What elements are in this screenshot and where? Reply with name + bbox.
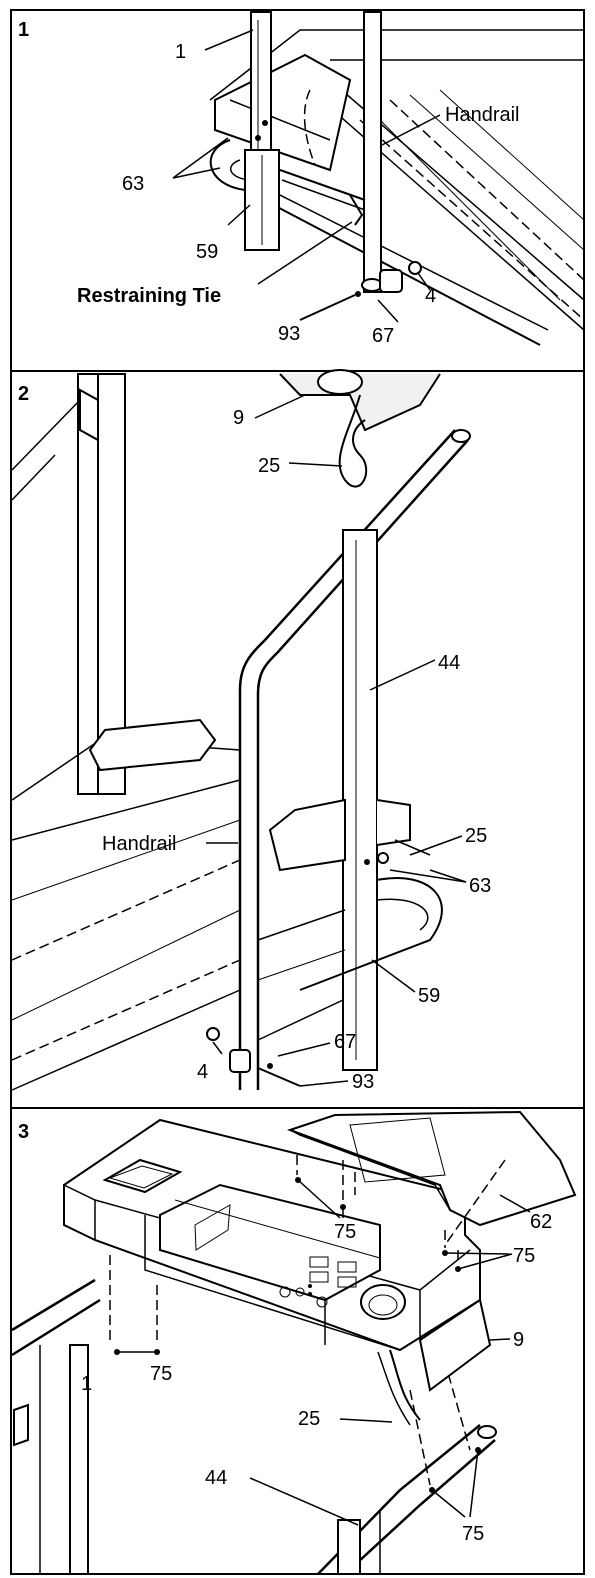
label-part-25-mid: 25 bbox=[465, 825, 487, 847]
step-number: 1 bbox=[18, 19, 29, 41]
label-handrail: Handrail bbox=[445, 104, 519, 126]
label-part-63: 63 bbox=[469, 875, 491, 897]
label-part-44: 44 bbox=[438, 652, 460, 674]
panel-3: 3 bbox=[11, 1110, 577, 1575]
step-number: 2 bbox=[18, 383, 29, 405]
label-part-75-c: 75 bbox=[150, 1363, 172, 1385]
label-part-75-b: 75 bbox=[513, 1245, 535, 1267]
label-handrail: Handrail bbox=[102, 833, 176, 855]
label-part-63: 63 bbox=[122, 173, 144, 195]
label-part-9: 9 bbox=[513, 1329, 524, 1351]
label-part-1: 1 bbox=[175, 41, 186, 63]
label-part-67: 67 bbox=[334, 1031, 356, 1053]
label-restraining-tie: Restraining Tie bbox=[77, 285, 221, 307]
label-part-75-a: 75 bbox=[334, 1221, 356, 1243]
label-part-9: 9 bbox=[233, 407, 244, 429]
label-part-93: 93 bbox=[278, 323, 300, 345]
label-part-59: 59 bbox=[196, 241, 218, 263]
label-part-25-top: 25 bbox=[258, 455, 280, 477]
label-part-1: 1 bbox=[81, 1373, 92, 1395]
step-number: 3 bbox=[18, 1121, 29, 1143]
label-part-25: 25 bbox=[298, 1408, 320, 1430]
panel-3-frame bbox=[10, 1107, 585, 1575]
label-part-4: 4 bbox=[197, 1061, 208, 1083]
label-part-4: 4 bbox=[425, 285, 436, 307]
label-part-75-d: 75 bbox=[462, 1523, 484, 1545]
label-part-44: 44 bbox=[205, 1467, 227, 1489]
panel-2: 2 bbox=[11, 369, 491, 1093]
label-part-93: 93 bbox=[352, 1071, 374, 1093]
label-part-59: 59 bbox=[418, 985, 440, 1007]
panel-1: 1 bbox=[18, 11, 585, 347]
label-part-67: 67 bbox=[372, 325, 394, 347]
label-part-62: 62 bbox=[530, 1211, 552, 1233]
